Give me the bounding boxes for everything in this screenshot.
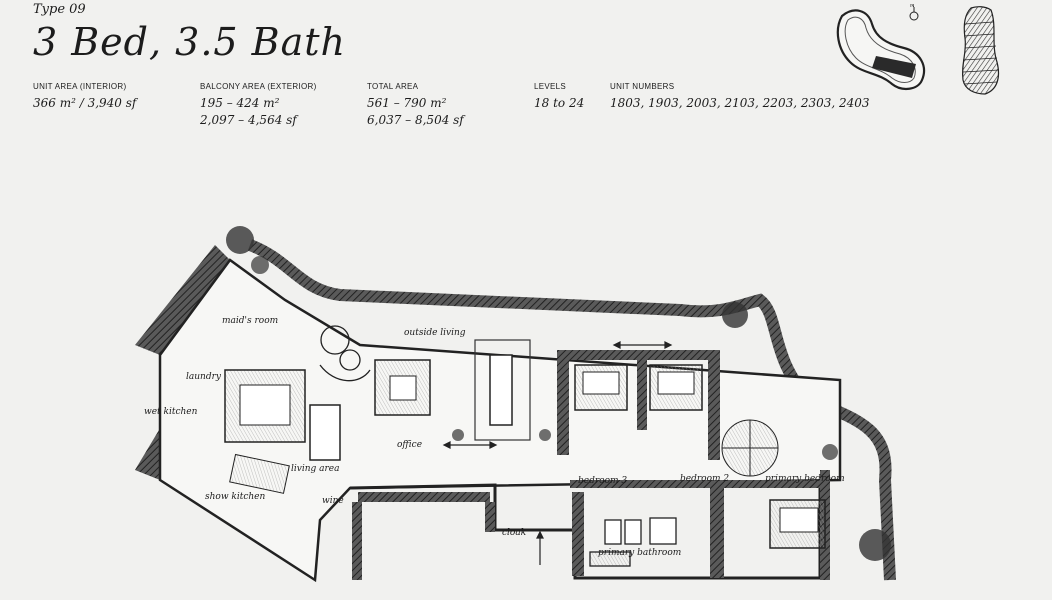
bed-icon [649,364,703,411]
bathroom-fixtures [589,517,677,567]
spec-label: TOTAL AREA [367,82,419,91]
room-label-maids-room: maid's room [222,316,278,326]
room-label-bedroom-3: bedroom 3 [578,476,628,486]
spec-value: 561 – 790 m² 6,037 – 8,504 sf [367,95,464,129]
spec-value-line: 561 – 790 m² [367,96,447,110]
dining-table-icon [309,404,341,461]
arrow-icon [442,341,673,565]
spec-total-area: TOTAL AREA 561 – 790 m² 6,037 – 8,504 sf [367,82,464,129]
spec-value-line: 195 – 424 m² [200,96,280,110]
spec-unit-numbers: UNIT NUMBERS 1803, 1903, 2003, 2103, 220… [610,82,870,112]
bed-icon [769,499,826,549]
spec-value: 1803, 1903, 2003, 2103, 2203, 2303, 2403 [610,96,870,110]
kitchen-island [229,453,290,494]
spec-unit-area: UNIT AREA (INTERIOR) 366 m² / 3,940 sf [33,82,136,112]
room-label-laundry: laundry [186,372,221,382]
tower-sketch-icon [961,6,1000,95]
compass-label: N [910,4,915,9]
umbrella-icon [721,419,779,477]
spec-value: 195 – 424 m² 2,097 – 4,564 sf [200,95,317,129]
spec-value-line: 6,037 – 8,504 sf [367,113,464,127]
room-label-outside-living: outside living [404,328,466,338]
room-label-wet-kitchen: wet kitchen [144,407,198,417]
room-label-bedroom-2: bedroom 2 [680,474,730,484]
room-label-living-area: living area [291,464,340,474]
spec-levels: LEVELS 18 to 24 [534,82,584,112]
desk-icon [374,359,431,416]
spec-label: UNIT NUMBERS [610,82,675,91]
compass-icon [909,7,919,21]
key-plan-sketch: N [836,4,926,90]
room-label-text: maid's room [222,316,279,326]
spec-balcony-area: BALCONY AREA (EXTERIOR) 195 – 424 m² 2,0… [200,82,317,129]
type-label: Type 09 [33,2,86,17]
page-title: 3 Bed, 3.5 Bath [33,20,346,64]
room-label-show-kitchen: show kitchen [205,492,266,502]
spec-label: LEVELS [534,82,567,91]
dining-table-icon [474,339,531,441]
sofa-icon [224,369,306,443]
spec-label: BALCONY AREA (EXTERIOR) [200,82,317,91]
floorplan-drawing [135,226,896,583]
wall [135,245,230,355]
spec-label: UNIT AREA (INTERIOR) [33,82,127,91]
spec-value-line: 2,097 – 4,564 sf [200,113,297,127]
room-label-primary-bathroom: primary bathroom [598,548,682,558]
bed-icon [574,364,628,411]
plant-icon [226,226,891,561]
room-label-primary-bedroom: primary bedroom [765,474,845,484]
room-label-wine: wine [322,496,344,506]
spec-value: 18 to 24 [534,96,585,110]
balcony-edge [247,239,896,581]
room-label-office: office [397,440,423,450]
room-label-cloak: cloak [502,528,527,538]
spec-value: 366 m² / 3,940 sf [33,96,137,110]
outdoor-seating-icon [319,325,371,382]
